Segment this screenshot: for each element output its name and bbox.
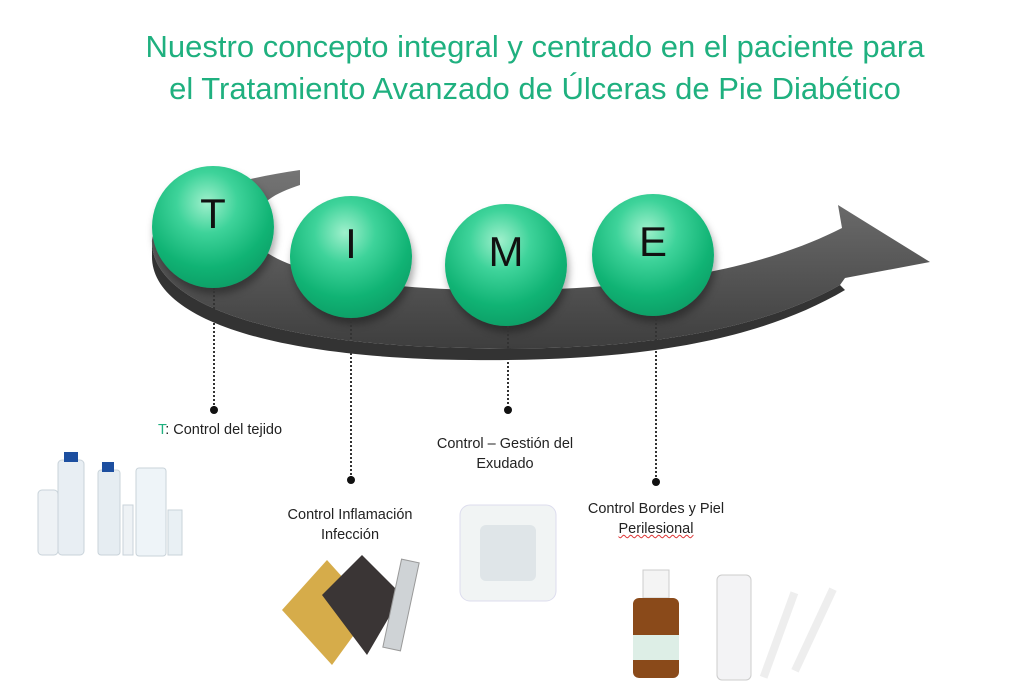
letter-m: M	[488, 228, 524, 275]
title-line-2: el Tratamiento Avanzado de Úlceras de Pi…	[169, 71, 901, 106]
label-i: Control Inflamación Infección	[270, 505, 430, 545]
slide-title: Nuestro concepto integral y centrado en …	[100, 26, 970, 110]
connector-i	[350, 318, 352, 478]
ball-i: I	[290, 196, 412, 318]
label-e-line2: Perilesional	[618, 521, 694, 537]
connector-dot-i	[347, 476, 355, 484]
label-e-line1: Control Bordes y Piel	[587, 501, 725, 517]
title-line-1: Nuestro concepto integral y centrado en …	[145, 29, 925, 64]
product-image-exudate	[459, 504, 557, 602]
label-t: T: Control del tejido	[140, 420, 300, 440]
label-e: Control Bordes y Piel Perilesional	[566, 499, 746, 539]
label-i-line1: Control Inflamación	[287, 507, 413, 523]
connector-e	[655, 316, 657, 480]
ball-m: M	[445, 204, 567, 326]
connector-dot-m	[504, 406, 512, 414]
product-image-infection	[282, 555, 420, 665]
letter-e: E	[638, 218, 667, 265]
label-i-line2: Infección	[320, 527, 380, 543]
letter-t: T	[200, 190, 226, 237]
ball-e: E	[592, 194, 714, 316]
letter-i: I	[345, 220, 357, 267]
label-m-line2: Exudado	[476, 456, 534, 472]
label-t-text: : Control del tejido	[165, 422, 283, 438]
label-t-prefix: T	[157, 422, 166, 438]
label-m-line1: Control – Gestión del	[436, 436, 574, 452]
label-m: Control – Gestión del Exudado	[410, 434, 600, 474]
connector-m	[507, 326, 509, 408]
connector-dot-t	[210, 406, 218, 414]
connector-t	[213, 288, 215, 408]
ball-t: T	[152, 166, 274, 288]
connector-dot-e	[652, 478, 660, 486]
product-image-periwound	[633, 569, 837, 681]
product-image-tissue	[37, 452, 183, 557]
